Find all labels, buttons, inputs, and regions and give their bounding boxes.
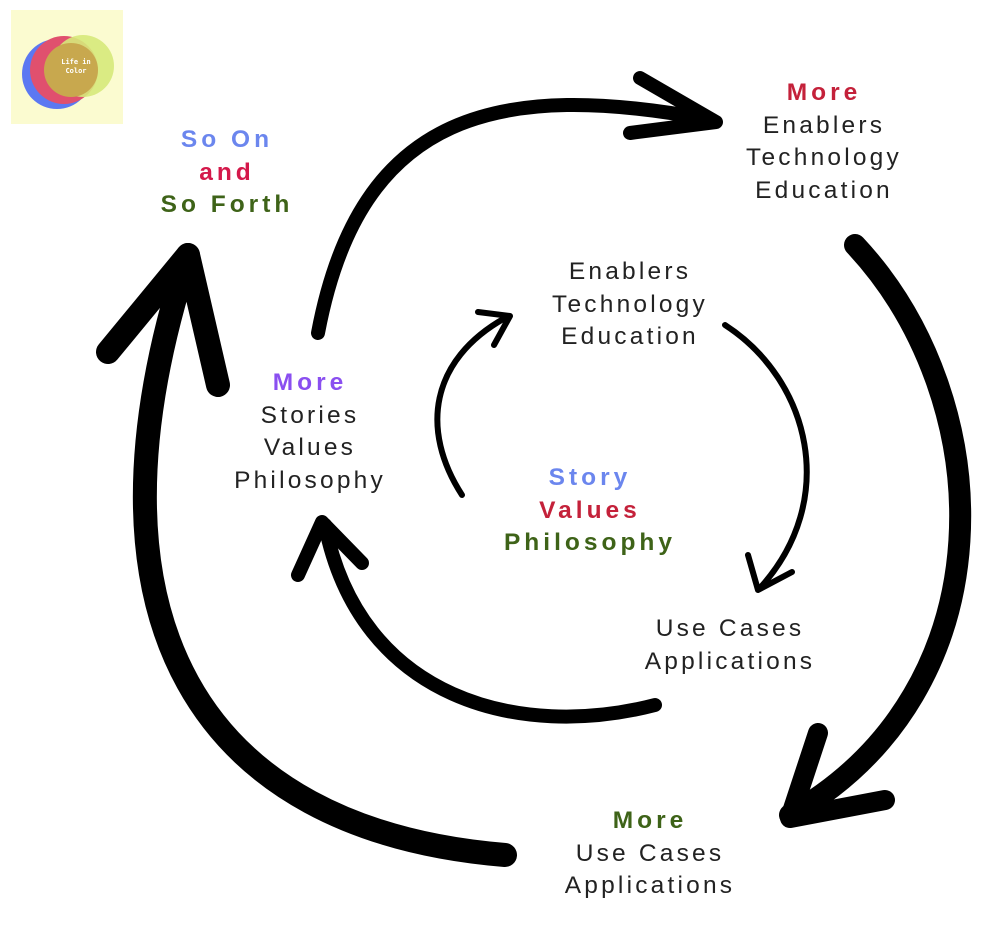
arrow-enablers-to-usecases — [722, 322, 810, 591]
node-line: Use Cases — [655, 615, 805, 642]
node-line: Technology — [746, 144, 902, 171]
node-line: Technology — [552, 290, 708, 318]
arrow-enablers-to-more-usecases — [779, 234, 972, 826]
arrow-usecases-to-so-on — [132, 243, 517, 867]
node-line: Stories — [260, 401, 360, 429]
logo-circles-icon — [22, 35, 114, 109]
node-more-enablers: More Enablers Technology Education — [700, 77, 948, 207]
logo-text: Life in Color — [53, 58, 99, 76]
node-center: Story Values Philosophy — [470, 462, 710, 560]
arrow-stories-to-more-enablers — [311, 97, 719, 340]
so-on-line: So On — [180, 126, 274, 153]
arrowhead-so-on — [96, 243, 230, 397]
so-on-line: So Forth — [160, 191, 294, 218]
life-in-color-logo: Life in Color — [11, 10, 123, 124]
more-label: More — [612, 807, 688, 834]
node-line: Applications — [564, 872, 736, 899]
node-line: Use Cases — [575, 839, 725, 867]
arrowhead-stories — [291, 515, 369, 582]
node-line: Education — [561, 323, 699, 350]
center-line: Values — [539, 496, 641, 524]
center-line: Philosophy — [503, 529, 677, 556]
node-line: Enablers — [762, 111, 886, 139]
logo-line: Color — [65, 67, 87, 75]
arrow-usecases-to-stories — [318, 518, 662, 724]
node-more-stories: More Stories Values Philosophy — [195, 367, 425, 497]
more-label: More — [272, 369, 348, 396]
arrow-center-to-enablers — [434, 315, 508, 498]
center-line: Story — [548, 464, 632, 491]
node-line: Applications — [644, 647, 816, 675]
node-enablers: Enablers Technology Education — [506, 256, 754, 354]
arrowhead-more-enablers — [623, 71, 723, 140]
node-more-use-cases: More Use Cases Applications — [532, 805, 768, 903]
node-use-cases: Use Cases Applications — [612, 613, 848, 678]
so-on-line: and — [199, 158, 255, 186]
arrowhead-usecases — [745, 552, 795, 593]
node-line: Education — [755, 176, 893, 204]
node-so-on: So On and So Forth — [112, 124, 342, 222]
node-line: Values — [263, 434, 357, 461]
node-line: Enablers — [568, 258, 692, 285]
arrowhead-more-usecases — [780, 723, 895, 828]
more-label: More — [786, 79, 862, 106]
arrowhead-enablers — [475, 309, 513, 348]
logo-line: Life in — [61, 58, 91, 66]
node-line: Philosophy — [234, 466, 386, 494]
